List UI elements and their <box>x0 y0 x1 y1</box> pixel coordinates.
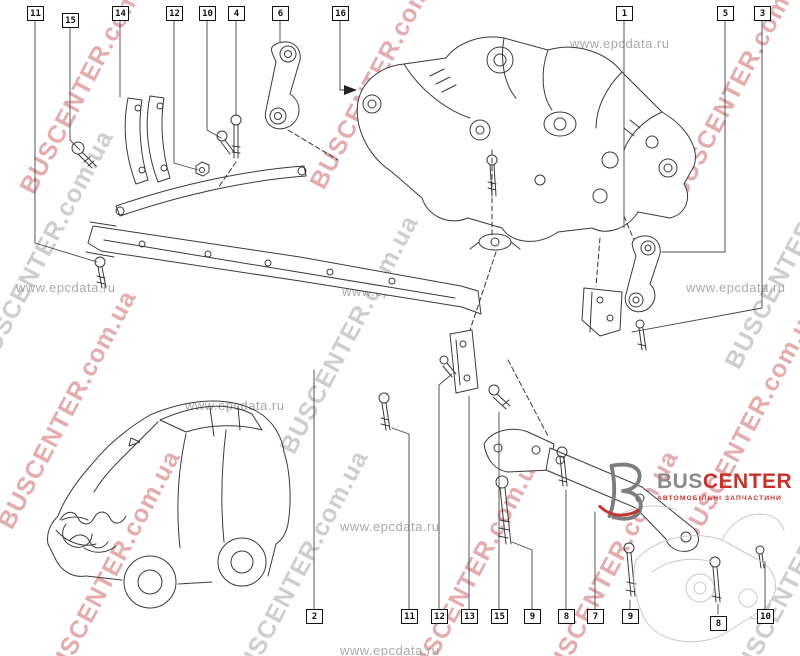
callout-top-11[interactable]: 11 <box>27 6 44 21</box>
callout-top-14[interactable]: 14 <box>112 6 129 21</box>
callout-top-5[interactable]: 5 <box>717 6 734 21</box>
callout-bottom-11[interactable]: 11 <box>401 609 418 624</box>
callout-bottom-8b[interactable]: 8 <box>710 616 727 631</box>
leader-lines <box>34 19 766 615</box>
pointer-arrow-16 <box>344 85 357 95</box>
upper-beam-drawing <box>115 165 307 217</box>
buscenter-logo-mark <box>598 462 643 521</box>
vehicle-sketch <box>47 400 291 609</box>
logo-text-center: CENTER <box>702 470 793 493</box>
left-brackets-drawing <box>71 41 301 185</box>
buscenter-logo-tagline: АВТОМОБІЛЬНІ ЗАПЧАСТИНИ <box>657 495 782 502</box>
callout-bottom-12[interactable]: 12 <box>431 609 448 624</box>
callout-top-3[interactable]: 3 <box>754 6 771 21</box>
callout-top-4[interactable]: 4 <box>228 6 245 21</box>
center-parts-drawing <box>378 329 511 431</box>
assembly-dashed-lines <box>217 129 635 437</box>
callout-top-15[interactable]: 15 <box>62 13 79 28</box>
callout-bottom-2[interactable]: 2 <box>306 609 323 624</box>
callout-bottom-7[interactable]: 7 <box>587 609 604 624</box>
support-bar-drawing <box>483 428 765 603</box>
subframe-drawing <box>356 36 696 251</box>
callout-top-16[interactable]: 16 <box>332 6 349 21</box>
buscenter-logo: BUSCENTER АВТОМОБІЛЬНІ ЗАПЧАСТИНИ <box>596 458 792 522</box>
callout-bottom-8a[interactable]: 8 <box>558 609 575 624</box>
right-parts-drawing <box>581 235 661 351</box>
callout-bottom-13[interactable]: 13 <box>461 609 478 624</box>
callout-top-1[interactable]: 1 <box>616 6 633 21</box>
buscenter-logo-wordmark: BUSCENTER <box>657 471 792 492</box>
logo-text-bus: BUS <box>657 470 703 493</box>
callout-bottom-10[interactable]: 10 <box>757 609 774 624</box>
callout-top-10[interactable]: 10 <box>199 6 216 21</box>
callout-bottom-15[interactable]: 15 <box>491 609 508 624</box>
callout-bottom-9b[interactable]: 9 <box>622 609 639 624</box>
crossmember-drawing <box>85 221 482 315</box>
callout-top-12[interactable]: 12 <box>166 6 183 21</box>
callout-top-6[interactable]: 6 <box>272 6 289 21</box>
callout-bottom-9a[interactable]: 9 <box>524 609 541 624</box>
